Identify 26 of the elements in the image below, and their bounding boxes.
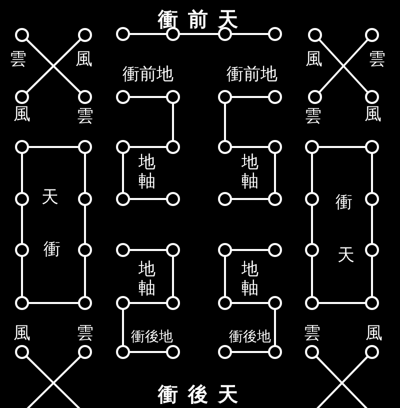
formation-label: 雲 bbox=[76, 108, 94, 126]
heading-text: 衝前天 bbox=[156, 9, 248, 29]
formation-label: 地軸 bbox=[138, 260, 156, 298]
formation-label: 雲 bbox=[368, 52, 386, 68]
formation-label: 雲 bbox=[304, 326, 320, 342]
formation-label: 雲 bbox=[304, 108, 322, 126]
formation-label: 風 bbox=[14, 106, 30, 124]
formation-label: 雲 bbox=[76, 326, 94, 342]
formation-label: 天 bbox=[338, 248, 354, 264]
formation-label: 風 bbox=[76, 52, 92, 68]
formation-label: 地軸 bbox=[242, 153, 258, 191]
formation-label: 衝後地 bbox=[131, 330, 173, 344]
formation-label: 衝前地 bbox=[122, 66, 174, 84]
formation-label: 雲 bbox=[10, 52, 26, 68]
formation-label: 衝 bbox=[336, 194, 352, 212]
formation-label: 風 bbox=[364, 106, 382, 124]
formation-label: 天 bbox=[42, 190, 58, 206]
formation-label: 衝 bbox=[44, 242, 60, 258]
formation-label: 風 bbox=[306, 52, 322, 68]
heading-text: 衝後天 bbox=[156, 384, 248, 404]
formation-label: 地軸 bbox=[138, 153, 156, 191]
formation-label: 衝後地 bbox=[229, 330, 271, 344]
formation-label: 衝前地 bbox=[226, 66, 278, 84]
formation-label: 風 bbox=[14, 326, 30, 342]
formation-label: 風 bbox=[366, 326, 382, 342]
formation-label: 地軸 bbox=[242, 260, 258, 298]
